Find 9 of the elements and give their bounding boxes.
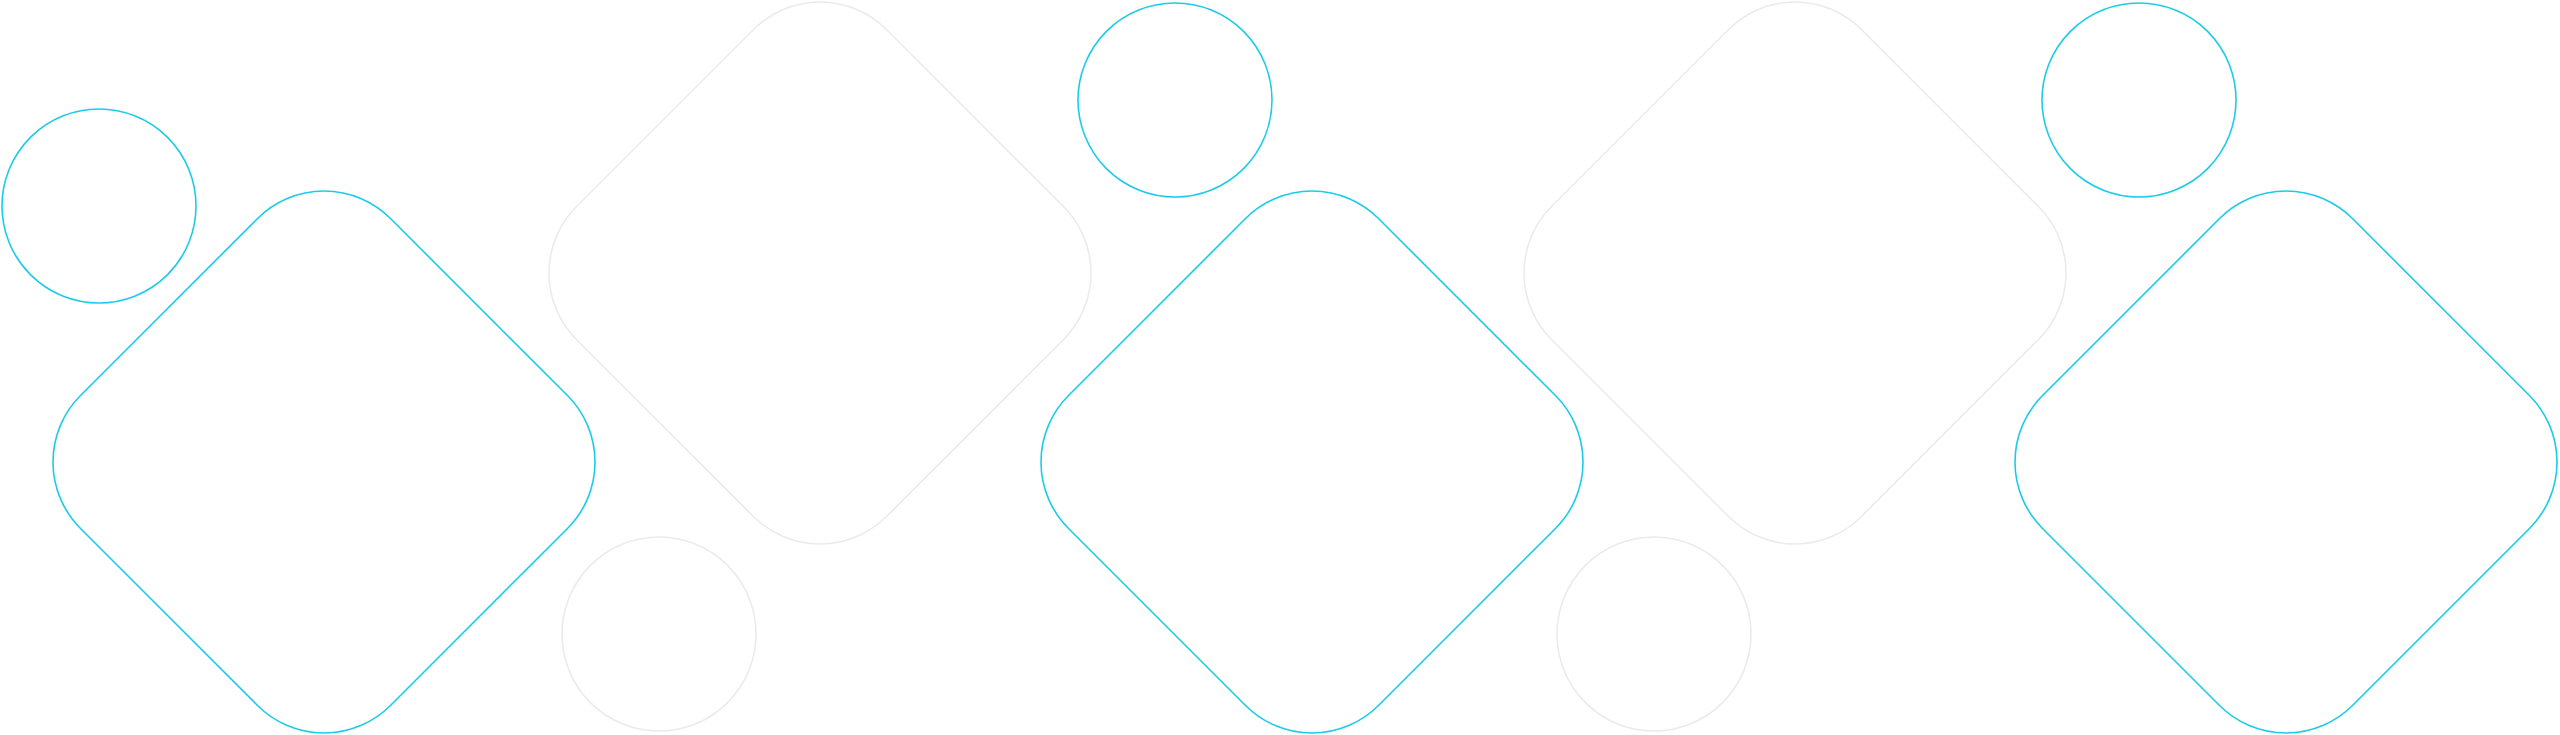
rounded-diamond <box>1040 190 1584 734</box>
rounded-diamond <box>548 1 1092 545</box>
rounded-diamond <box>52 190 596 734</box>
rounded-diamond <box>2014 190 2558 734</box>
outline-circle <box>1 108 197 304</box>
outline-circle <box>1077 2 1273 198</box>
rounded-diamond <box>1523 1 2067 545</box>
outline-circle <box>2041 2 2237 198</box>
outline-circle <box>561 536 757 732</box>
